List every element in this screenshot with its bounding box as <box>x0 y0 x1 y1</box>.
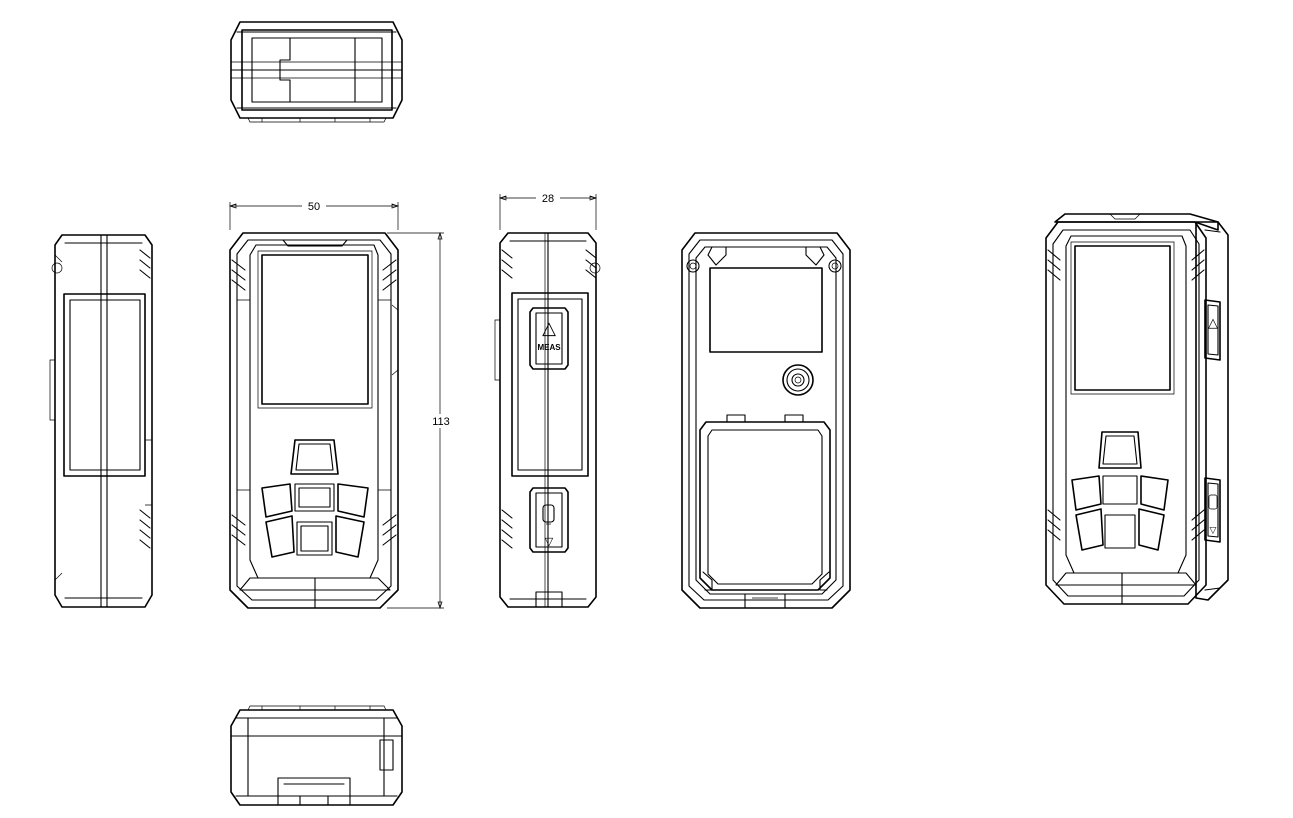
isometric-view: △ ▽ <box>1045 213 1229 605</box>
iso-down-arrow-icon: ▽ <box>1210 525 1217 535</box>
dimension-width: 50 <box>228 199 400 230</box>
left-side-view <box>49 234 153 608</box>
dimension-height: 113 <box>387 231 453 610</box>
up-arrow-icon: △ <box>542 318 556 338</box>
right-side-view: △ MEAS ▽ <box>494 232 601 608</box>
back-view <box>681 232 851 609</box>
iso-down-button: ▽ <box>1204 477 1221 543</box>
down-button: ▽ <box>529 487 569 553</box>
iso-up-arrow-icon: △ <box>1208 315 1218 330</box>
iso-up-button: △ <box>1204 299 1221 361</box>
width-dimension-label: 50 <box>308 201 320 213</box>
depth-dimension-label: 28 <box>542 193 554 205</box>
meas-button: △ MEAS <box>529 307 569 370</box>
keypad <box>261 439 369 558</box>
dimension-depth: 28 <box>498 191 598 230</box>
height-dimension-label: 113 <box>432 416 450 428</box>
down-arrow-icon: ▽ <box>545 536 554 548</box>
top-view <box>230 21 403 123</box>
meas-button-label: MEAS <box>537 343 561 352</box>
bottom-view <box>230 705 403 806</box>
front-view <box>229 232 399 609</box>
